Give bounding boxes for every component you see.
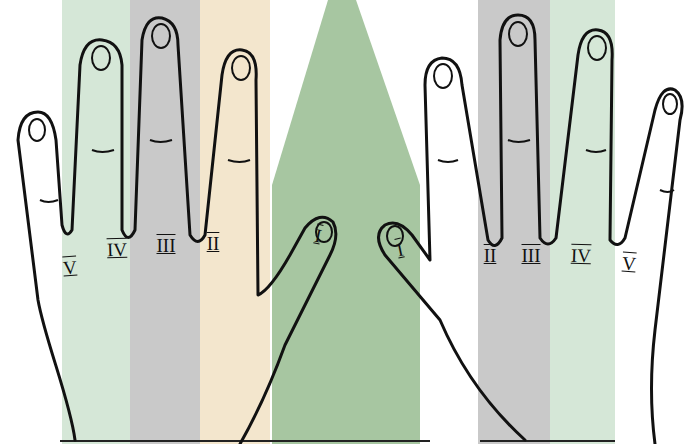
crease [40, 200, 58, 202]
finger-number: V [62, 258, 77, 279]
finger-number: II [484, 246, 497, 266]
fingernail [663, 94, 677, 114]
crease [508, 140, 530, 142]
left-hand-outline [18, 18, 336, 444]
finger-number: III [157, 236, 176, 256]
color-band [200, 0, 270, 444]
finger-number: IV [571, 246, 592, 267]
thumb-band [272, 0, 420, 444]
right-hand-outline [379, 15, 683, 444]
crease [228, 160, 250, 162]
color-band [550, 0, 615, 444]
base-line [60, 440, 430, 442]
fingernail [92, 46, 110, 70]
crease [438, 160, 458, 162]
finger-number: III [522, 246, 541, 266]
finger-number: V [621, 254, 636, 275]
crease [660, 190, 674, 192]
fingernail [434, 64, 452, 88]
base-line [480, 440, 615, 442]
finger-number: IV [107, 240, 128, 261]
fingernail [588, 36, 606, 60]
fingernail [509, 22, 527, 46]
fingernail [152, 24, 170, 48]
crease [150, 140, 172, 142]
fingernail [29, 119, 45, 141]
fingernails [29, 22, 677, 246]
fingernail [232, 56, 250, 80]
finger-creases [40, 140, 674, 202]
crease [92, 150, 114, 152]
finger-number: II [207, 234, 220, 254]
crease [586, 150, 606, 152]
